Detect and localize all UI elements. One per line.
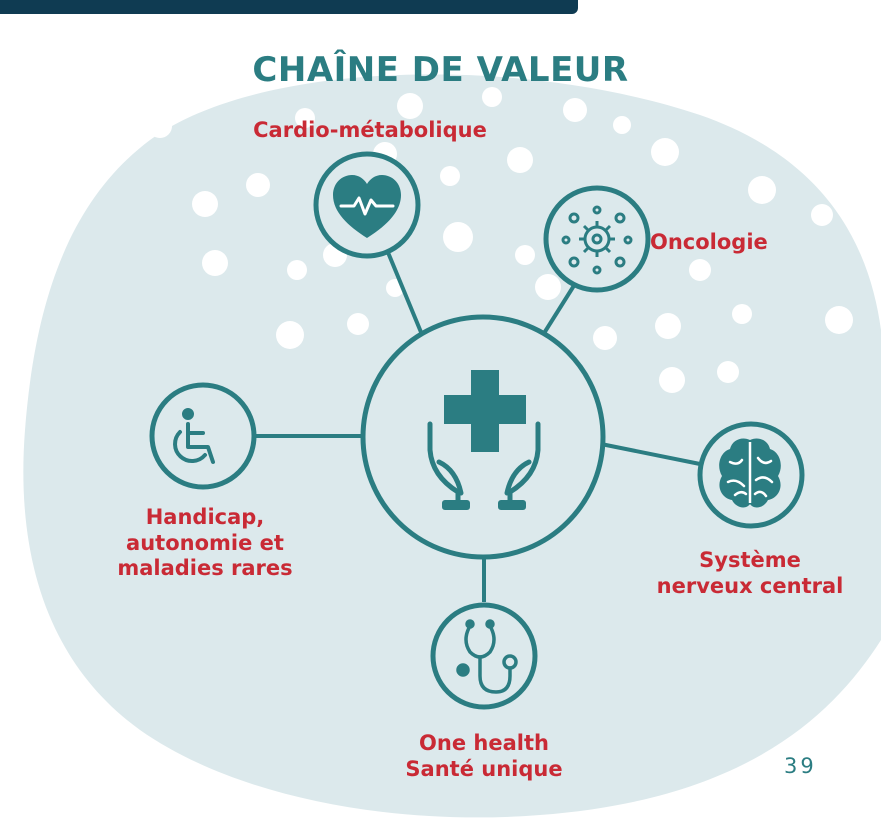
header-bar	[0, 0, 578, 14]
background-dots	[148, 57, 853, 402]
center-node	[360, 314, 606, 560]
label-cardio: Cardio-métabolique	[253, 118, 487, 142]
handicap-node	[149, 382, 257, 490]
label-onehealth: One health Santé unique	[405, 731, 563, 781]
label-oncology: Oncologie	[650, 230, 768, 254]
label-snc: Système nerveux central	[656, 548, 844, 598]
stethoscope-icon	[456, 619, 518, 694]
connector-snc	[600, 442, 701, 466]
virus-cell-icon	[561, 205, 633, 275]
page-number: 39	[784, 754, 817, 778]
heart-pulse-icon	[333, 175, 401, 238]
oncology-node	[543, 185, 651, 293]
cardio-node	[313, 151, 421, 259]
hands-medical-cross-icon	[427, 370, 541, 510]
brain-icon	[719, 438, 781, 508]
label-handicap: Handicap, autonomie et maladies rares	[117, 505, 293, 581]
connector-cardio	[385, 249, 425, 338]
onehealth-node	[430, 602, 538, 710]
snc-node	[697, 421, 805, 529]
wheelchair-icon	[173, 408, 215, 464]
page-title: CHAÎNE DE VALEUR	[252, 50, 629, 90]
